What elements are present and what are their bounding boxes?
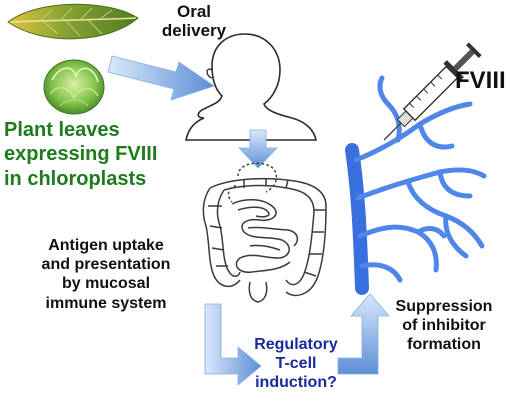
syringe-icon xyxy=(383,42,482,141)
intestine-icon xyxy=(202,162,327,303)
antigen-uptake-line: Antigen uptake xyxy=(48,237,164,254)
regulatory-tcell-line: T-cell xyxy=(275,355,317,373)
regulatory-tcell-line: Regulatory xyxy=(254,336,338,353)
human-silhouette-icon xyxy=(185,33,317,141)
plant-leaves-label: Plant leaves expressing FVIII in chlorop… xyxy=(4,118,157,191)
fviii-label: FVIII xyxy=(455,67,506,94)
suppression-line: of inhibitor xyxy=(402,317,486,335)
antigen-uptake-line: immune system xyxy=(45,294,167,312)
regulatory-tcell-line: induction? xyxy=(255,374,337,392)
plant-leaves-line: expressing FVIII xyxy=(4,143,158,166)
oral-delivery-line: delivery xyxy=(161,21,227,41)
arrow-oral-to-person xyxy=(107,55,215,101)
regulatory-tcell-label: Regulatory T-cell induction? xyxy=(236,335,356,393)
tobacco-leaf-image xyxy=(7,3,139,40)
suppression-label: Suppression of inhibitor formation xyxy=(388,297,500,355)
lettuce-image xyxy=(43,59,105,115)
oral-delivery-label: Oral delivery xyxy=(152,2,236,40)
antigen-uptake-label: Antigen uptake and presentation by mucos… xyxy=(8,236,204,313)
suppression-line: formation xyxy=(407,336,481,354)
arrow-gut-to-regulatory xyxy=(204,303,262,386)
antigen-uptake-line: and presentation xyxy=(41,256,171,274)
antigen-uptake-line: by mucosal xyxy=(61,275,151,293)
arrow-down-to-gut xyxy=(238,129,278,169)
plant-leaves-line: in chloroplasts xyxy=(4,167,147,190)
suppression-line: Suppression xyxy=(395,298,493,315)
oral-delivery-line: Oral xyxy=(176,2,212,21)
arrow-regulatory-to-suppression xyxy=(337,293,390,375)
plant-leaves-line: Plant leaves xyxy=(4,119,120,141)
blood-vessel-icon xyxy=(345,75,487,295)
